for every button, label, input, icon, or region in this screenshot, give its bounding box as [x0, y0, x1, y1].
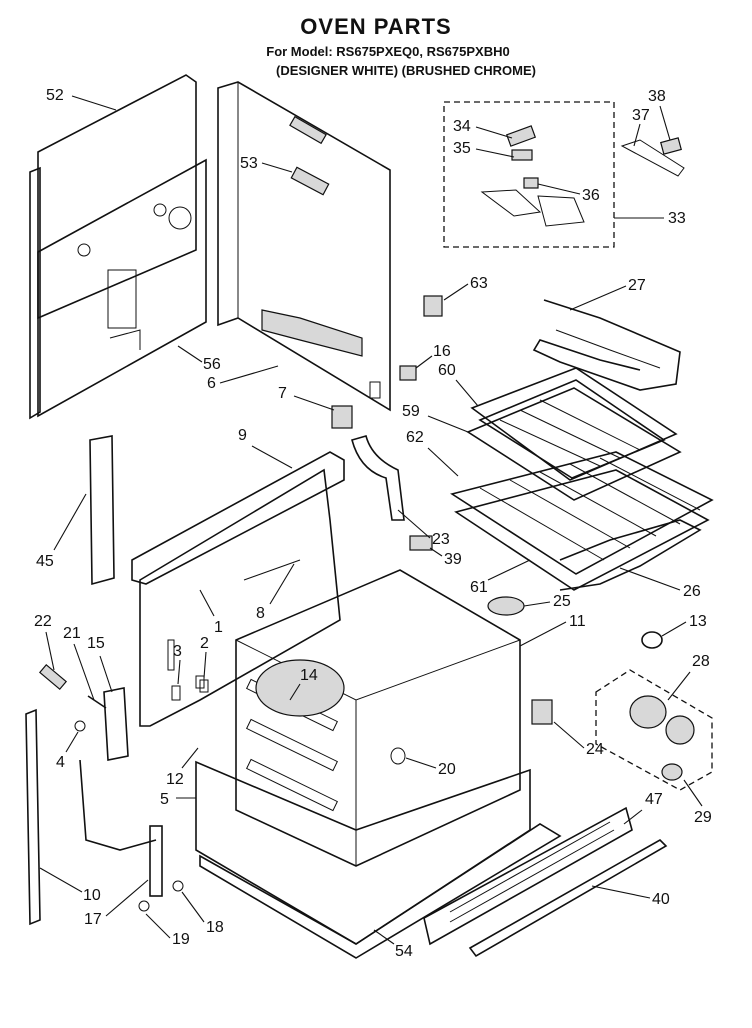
callout-13: 13: [689, 613, 707, 630]
callout-10: 10: [83, 887, 101, 904]
part-54-bottom-trim: [199, 823, 562, 959]
callout-24: 24: [586, 741, 604, 758]
model-numbers: For Model: RS675PXEQ0, RS675PXBH0: [266, 44, 510, 59]
callout-39: 39: [444, 551, 462, 568]
callout-54: 54: [395, 943, 413, 960]
part-16-clip: [399, 365, 417, 381]
part-24-thermostat: [531, 699, 553, 725]
callout-47: 47: [645, 791, 663, 808]
part-52-rear-panel: [29, 74, 207, 420]
callout-1: 1: [214, 619, 223, 636]
callout-52: 52: [46, 87, 64, 104]
callout-40: 40: [652, 891, 670, 908]
callout-14: 14: [300, 667, 318, 684]
callouts: 52 53 34 35 36 33 38 37 56 6 7 63 27 16 …: [34, 87, 712, 960]
callout-12: 12: [166, 771, 184, 788]
callout-22: 22: [34, 613, 52, 630]
callout-63: 63: [470, 275, 488, 292]
part-28-light-assembly: [595, 669, 713, 791]
callout-33: 33: [668, 210, 686, 227]
callout-20: 20: [438, 761, 456, 778]
callout-4: 4: [56, 754, 65, 771]
part-7-block: [331, 405, 353, 429]
callout-59: 59: [402, 403, 420, 420]
part-39-sensor: [409, 535, 433, 551]
part-45-insulation-strip: [89, 435, 115, 586]
callout-37: 37: [632, 107, 650, 124]
callout-27: 27: [628, 277, 646, 294]
callout-6: 6: [207, 375, 216, 392]
part-6-side-panel: [217, 81, 391, 412]
callout-60: 60: [438, 362, 456, 379]
callout-7: 7: [278, 385, 287, 402]
part-37-38-bracket: [620, 137, 685, 177]
callout-19: 19: [172, 931, 190, 948]
part-13-gasket: [641, 631, 663, 649]
part-25-cover: [487, 596, 525, 616]
part-9-1-front-frame: [131, 451, 345, 727]
part-11-oven-cavity: [235, 569, 521, 867]
part-33-switch-assembly: [443, 101, 615, 248]
page-title: OVEN PARTS: [300, 14, 452, 39]
callout-61: 61: [470, 579, 488, 596]
callout-8: 8: [256, 605, 265, 622]
callout-3: 3: [173, 643, 182, 660]
part-10-side-strip: [25, 708, 41, 926]
callout-18: 18: [206, 919, 224, 936]
callout-45: 45: [36, 553, 54, 570]
part-17-18-19-hinge: [79, 759, 184, 912]
part-62-oven-rack: [450, 451, 714, 591]
callout-62: 62: [406, 429, 424, 446]
callout-25: 25: [553, 593, 571, 610]
callout-15: 15: [87, 635, 105, 652]
part-29-bulb: [661, 763, 683, 781]
callout-26: 26: [683, 583, 701, 600]
callout-2: 2: [200, 635, 209, 652]
callout-56: 56: [203, 356, 221, 373]
part-63-bracket: [423, 295, 443, 317]
callout-34: 34: [453, 118, 471, 135]
callout-11: 11: [569, 613, 586, 630]
callout-5: 5: [160, 791, 169, 808]
callout-35: 35: [453, 140, 471, 157]
callout-9: 9: [238, 427, 247, 444]
part-60-59-broil-pan: [466, 367, 682, 501]
part-47-vent-grille: [423, 806, 633, 946]
part-22-21-15-hinge-set: [38, 663, 209, 761]
part-23-vent-duct: [351, 435, 405, 521]
callout-29: 29: [694, 809, 712, 826]
callout-17: 17: [84, 911, 102, 928]
part-26-bake-element: [559, 519, 702, 591]
callout-38: 38: [648, 88, 666, 105]
part-40-trim-strip: [468, 839, 668, 958]
callout-28: 28: [692, 653, 710, 670]
callout-53: 53: [240, 155, 258, 172]
callout-21: 21: [63, 625, 81, 642]
callout-16: 16: [433, 343, 451, 360]
color-variants: (DESIGNER WHITE) (BRUSHED CHROME): [276, 63, 536, 78]
callout-23: 23: [432, 531, 450, 548]
callout-36: 36: [582, 187, 600, 204]
part-27-broil-element: [532, 299, 681, 391]
